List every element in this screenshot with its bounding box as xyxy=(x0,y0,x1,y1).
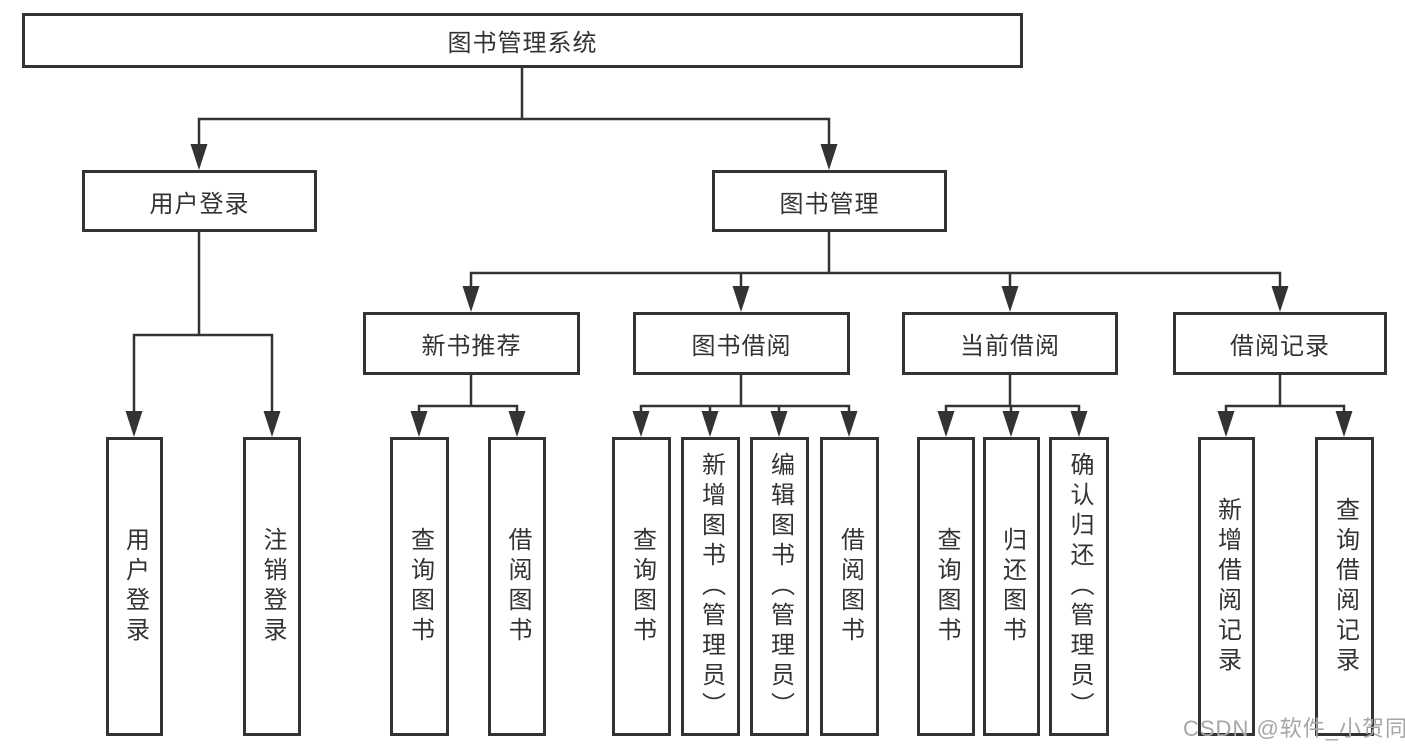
connector-book-management-to-level3 xyxy=(462,230,1289,312)
connector-line xyxy=(469,230,1282,290)
connector-new-book-recommend-to-leaves xyxy=(410,373,526,437)
arrowhead xyxy=(1217,411,1235,437)
arrowhead xyxy=(937,411,955,437)
leaf-confirm-return-admin: 确认归还（管理员） xyxy=(1049,437,1109,736)
arrowhead xyxy=(410,411,428,437)
leaf-user-login: 用户登录 xyxy=(106,437,163,736)
leaf-borrow-books-recommend: 借阅图书 xyxy=(488,437,546,736)
leaf-add-borrow-record: 新增借阅记录 xyxy=(1198,437,1255,736)
connector-root-to-level2 xyxy=(190,66,838,170)
arrowhead xyxy=(263,411,281,437)
leaf-label: 借阅图书 xyxy=(504,526,531,647)
node-new-book-recommend: 新书推荐 xyxy=(363,312,580,375)
leaf-logout: 注销登录 xyxy=(243,437,301,736)
node-current-borrow: 当前借阅 xyxy=(902,312,1118,375)
arrowhead xyxy=(190,144,208,170)
node-root: 图书管理系统 xyxy=(22,13,1023,68)
leaf-label: 用户登录 xyxy=(121,526,149,647)
connector-line xyxy=(944,373,1081,415)
connector-borrow-records-to-leaves xyxy=(1217,373,1353,437)
arrowhead xyxy=(840,411,858,437)
leaf-label: 新增借阅记录 xyxy=(1213,496,1241,677)
node-user-login: 用户登录 xyxy=(82,170,317,232)
leaf-label: 注销登录 xyxy=(259,526,286,647)
arrowhead xyxy=(1002,411,1020,437)
connector-line xyxy=(132,230,274,415)
leaf-label: 查询图书 xyxy=(628,526,656,647)
arrowhead xyxy=(1335,411,1353,437)
connector-line xyxy=(197,66,831,148)
leaf-query-books-recommend: 查询图书 xyxy=(390,437,449,736)
arrowhead xyxy=(632,411,650,437)
leaf-label: 借阅图书 xyxy=(836,526,864,647)
leaf-label: 查询图书 xyxy=(406,526,434,647)
arrowhead xyxy=(701,411,719,437)
leaf-return-books: 归还图书 xyxy=(983,437,1040,736)
connector-user-login-to-leaves xyxy=(125,230,281,437)
arrowhead xyxy=(770,411,788,437)
arrowhead xyxy=(1271,286,1289,312)
arrowhead xyxy=(462,286,480,312)
node-book-management: 图书管理 xyxy=(712,170,947,232)
leaf-label: 编辑图书（管理员） xyxy=(766,451,794,722)
leaf-borrow-books: 借阅图书 xyxy=(820,437,879,736)
node-borrow-records: 借阅记录 xyxy=(1173,312,1387,375)
leaf-label: 查询借阅记录 xyxy=(1331,496,1359,677)
leaf-label: 查询图书 xyxy=(933,526,960,647)
leaf-edit-books-admin: 编辑图书（管理员） xyxy=(750,437,809,736)
leaf-query-books-current: 查询图书 xyxy=(917,437,975,736)
leaf-add-books-admin: 新增图书（管理员） xyxy=(681,437,740,736)
arrowhead xyxy=(732,286,750,312)
node-book-borrow: 图书借阅 xyxy=(633,312,850,375)
leaf-query-books-borrow: 查询图书 xyxy=(612,437,671,736)
leaf-query-borrow-record: 查询借阅记录 xyxy=(1315,437,1374,736)
leaf-label: 确认归还（管理员） xyxy=(1066,451,1093,722)
connector-line xyxy=(1224,373,1346,415)
connector-line xyxy=(639,373,851,415)
leaf-label: 新增图书（管理员） xyxy=(697,451,725,722)
arrowhead xyxy=(1070,411,1088,437)
connector-current-borrow-to-leaves xyxy=(937,373,1088,437)
arrowhead xyxy=(125,411,143,437)
csdn-watermark: CSDN @软件_小贺同学 xyxy=(1183,716,1405,741)
arrowhead xyxy=(1001,286,1019,312)
arrowhead xyxy=(820,144,838,170)
leaf-label: 归还图书 xyxy=(998,526,1026,647)
connector-line xyxy=(417,373,519,415)
connector-book-borrow-to-leaves xyxy=(632,373,858,437)
arrowhead xyxy=(508,411,526,437)
